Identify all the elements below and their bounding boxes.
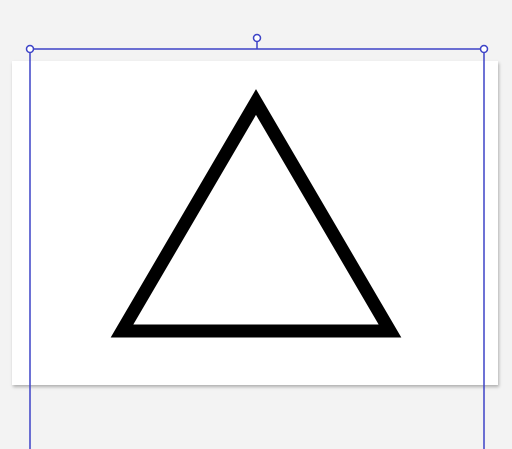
selection-frame[interactable] — [25, 33, 489, 449]
triangle-shape[interactable] — [110, 89, 402, 338]
top-right-handle[interactable] — [479, 44, 489, 54]
rotate-handle[interactable] — [252, 33, 262, 43]
top-left-handle[interactable] — [25, 44, 35, 54]
